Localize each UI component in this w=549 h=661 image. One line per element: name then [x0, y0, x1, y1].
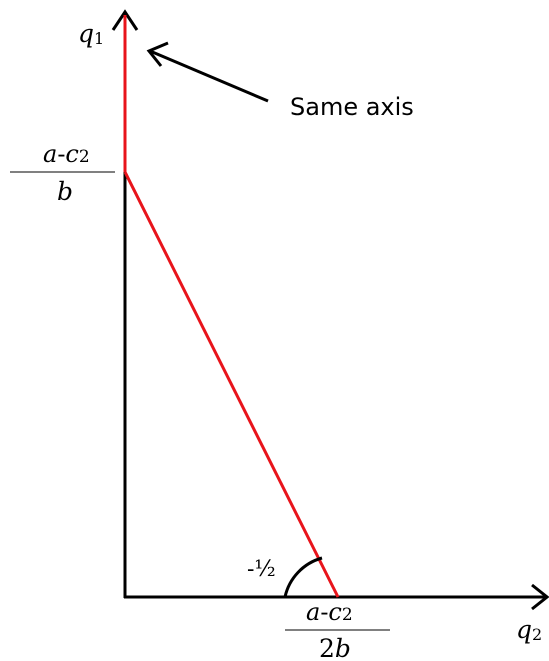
y-axis-label-sub: 1: [94, 29, 104, 48]
y-intercept-num-a: a: [43, 140, 57, 168]
y-axis-label-var: q: [78, 19, 94, 48]
y-intercept-num-c: c: [65, 140, 78, 168]
y-axis-label: q1: [78, 19, 104, 48]
slope-angle-arc: [283, 556, 323, 598]
x-intercept-num-sub: 2: [342, 605, 353, 625]
annotation-arrow-shaft: [149, 49, 269, 103]
x-intercept-num-dash: -: [320, 598, 328, 626]
y-intercept-denominator: b: [57, 177, 73, 206]
x-intercept-num-c: c: [328, 598, 341, 626]
annotation-text: Same axis: [290, 93, 414, 121]
x-intercept-denominator: 2b: [319, 634, 351, 661]
x-axis-label-var: q: [516, 615, 532, 644]
slope-label: -½: [247, 557, 276, 582]
x-axis-arrowhead: [531, 583, 549, 611]
x-intercept-den-var: b: [335, 634, 351, 661]
x-intercept-numerator: a-c2: [306, 598, 353, 626]
x-intercept-den-coef: 2: [319, 634, 335, 661]
y-intercept-numerator: a-c2: [43, 140, 90, 168]
y-intercept-num-sub: 2: [79, 147, 90, 167]
reaction-line: [123, 171, 340, 598]
x-axis-label: q2: [516, 615, 542, 644]
annotation-arrowhead: [146, 41, 169, 67]
x-intercept-num-a: a: [306, 598, 320, 626]
x-axis-label-sub: 2: [532, 625, 542, 644]
y-intercept-num-dash: -: [57, 140, 65, 168]
y-axis-arrowhead: [111, 9, 139, 31]
